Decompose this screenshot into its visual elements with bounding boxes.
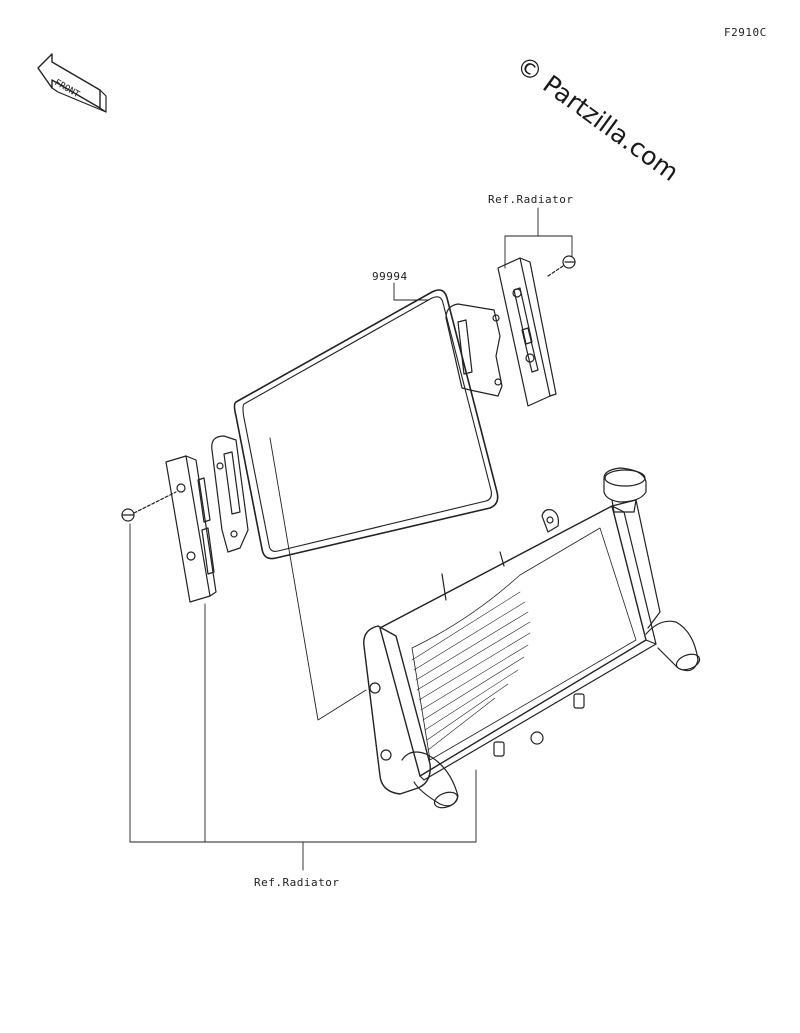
ref-radiator-bottom-label: Ref.Radiator [254,876,340,889]
part-number-label[interactable]: 99994 [372,270,408,283]
right-bracket-part[interactable] [445,257,557,407]
radiator-assembly [363,467,701,809]
front-arrow-icon: FRONT [37,53,107,113]
left-bracket-part[interactable] [165,435,249,603]
figure-code: F2910C [724,26,767,39]
ref-radiator-top-label: Ref.Radiator [488,193,574,206]
leader-lines [129,207,573,871]
bolt-left-part[interactable] [121,491,177,522]
bolt-right-part[interactable] [547,255,576,277]
radiator-screen-part[interactable] [233,289,499,560]
front-arrow-text: FRONT [53,78,82,100]
